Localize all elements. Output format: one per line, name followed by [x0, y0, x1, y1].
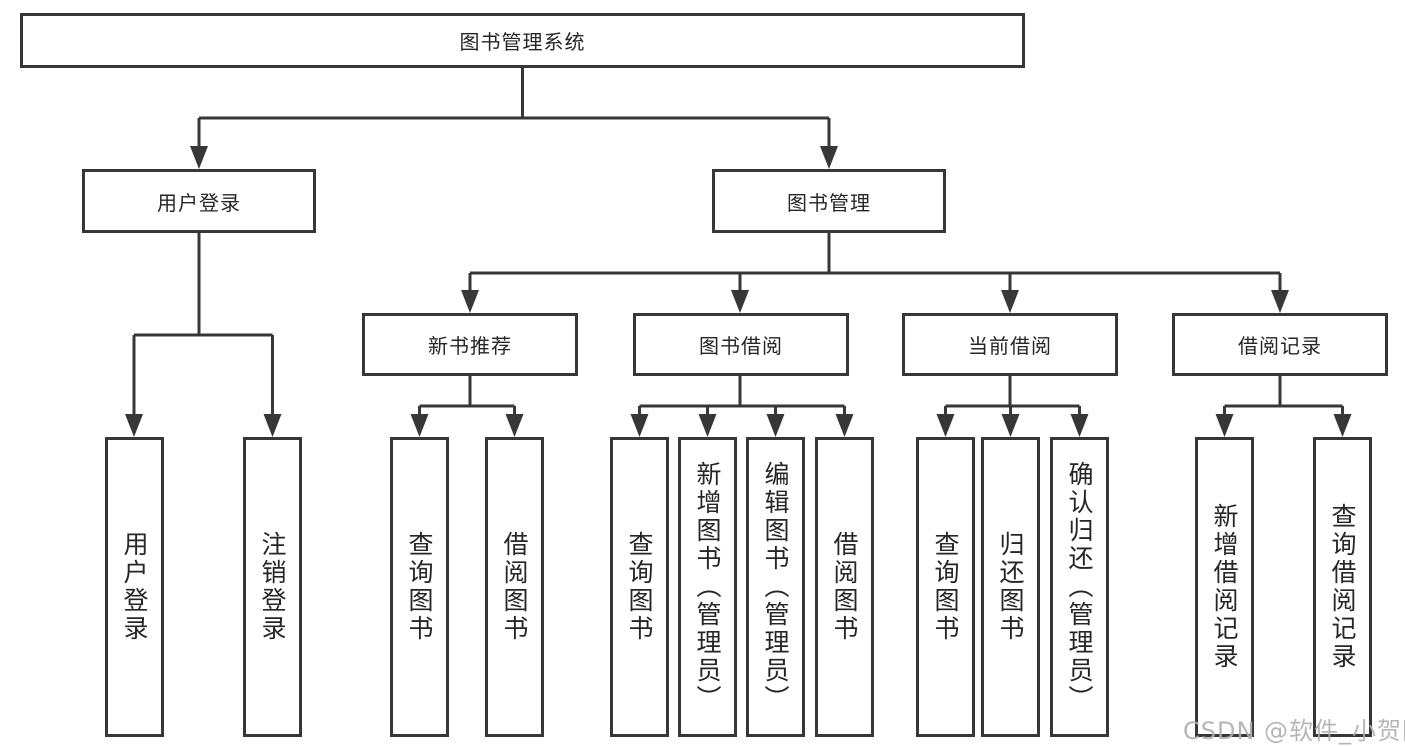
arrowhead [731, 290, 749, 313]
arrowhead [936, 414, 955, 437]
leaf-confirm-return-admin: 确认归还（管理员） [1050, 437, 1109, 737]
connector-current-borrow-to-leaves [944, 376, 1081, 416]
leaf-add-books-admin: 新增图书（管理员） [678, 437, 737, 737]
watermark: CSDN @软件_小贺同学 [1183, 717, 1405, 745]
arrowhead [461, 290, 479, 313]
arrowhead [820, 146, 838, 169]
node-current-borrow: 当前借阅 [902, 313, 1118, 376]
leaf-add-borrow-record: 新增借阅记录 [1195, 437, 1254, 737]
leaf-return-books: 归还图书 [981, 437, 1040, 737]
node-book-management: 图书管理 [712, 169, 946, 233]
leaf-edit-books-admin: 编辑图书（管理员） [746, 437, 805, 737]
arrowhead [1070, 414, 1089, 437]
node-book-borrow: 图书借阅 [633, 313, 849, 376]
node-root-library-system: 图书管理系统 [20, 13, 1025, 68]
arrowhead [190, 146, 208, 169]
connector-borrow-records-to-leaves [1223, 376, 1344, 416]
leaf-user-login: 用户登录 [105, 437, 164, 737]
arrowhead [1333, 414, 1352, 437]
arrowhead [505, 414, 524, 437]
arrowhead [125, 414, 143, 437]
leaf-query-books-borrow: 查询图书 [610, 437, 669, 737]
connector-new-book-recommend-to-leaves [418, 376, 516, 416]
node-borrow-records: 借阅记录 [1172, 313, 1388, 376]
connector-book-borrow-to-leaves [638, 376, 846, 416]
arrowhead [766, 414, 785, 437]
arrowhead [1215, 414, 1234, 437]
arrowhead [835, 414, 854, 437]
arrowhead [1001, 414, 1020, 437]
leaf-query-borrow-record: 查询借阅记录 [1313, 437, 1372, 737]
arrowhead [410, 414, 429, 437]
arrowhead [698, 414, 717, 437]
leaf-query-books-recommend: 查询图书 [390, 437, 449, 737]
arrowhead [263, 414, 282, 437]
leaf-borrow-books: 借阅图书 [815, 437, 874, 737]
connector-book-management-to-level3 [468, 233, 1282, 292]
arrowhead [630, 414, 649, 437]
node-user-login: 用户登录 [82, 169, 316, 233]
arrowhead [1001, 290, 1019, 313]
node-new-book-recommend: 新书推荐 [362, 313, 578, 376]
connector-root-to-level2 [197, 68, 831, 147]
connector-user-login-to-leaves [132, 233, 274, 416]
arrowhead-markers [125, 146, 1352, 437]
leaf-borrow-books-recommend: 借阅图书 [485, 437, 544, 737]
leaf-logout: 注销登录 [243, 437, 302, 737]
leaf-query-books-current: 查询图书 [916, 437, 975, 737]
arrowhead [1271, 290, 1289, 313]
